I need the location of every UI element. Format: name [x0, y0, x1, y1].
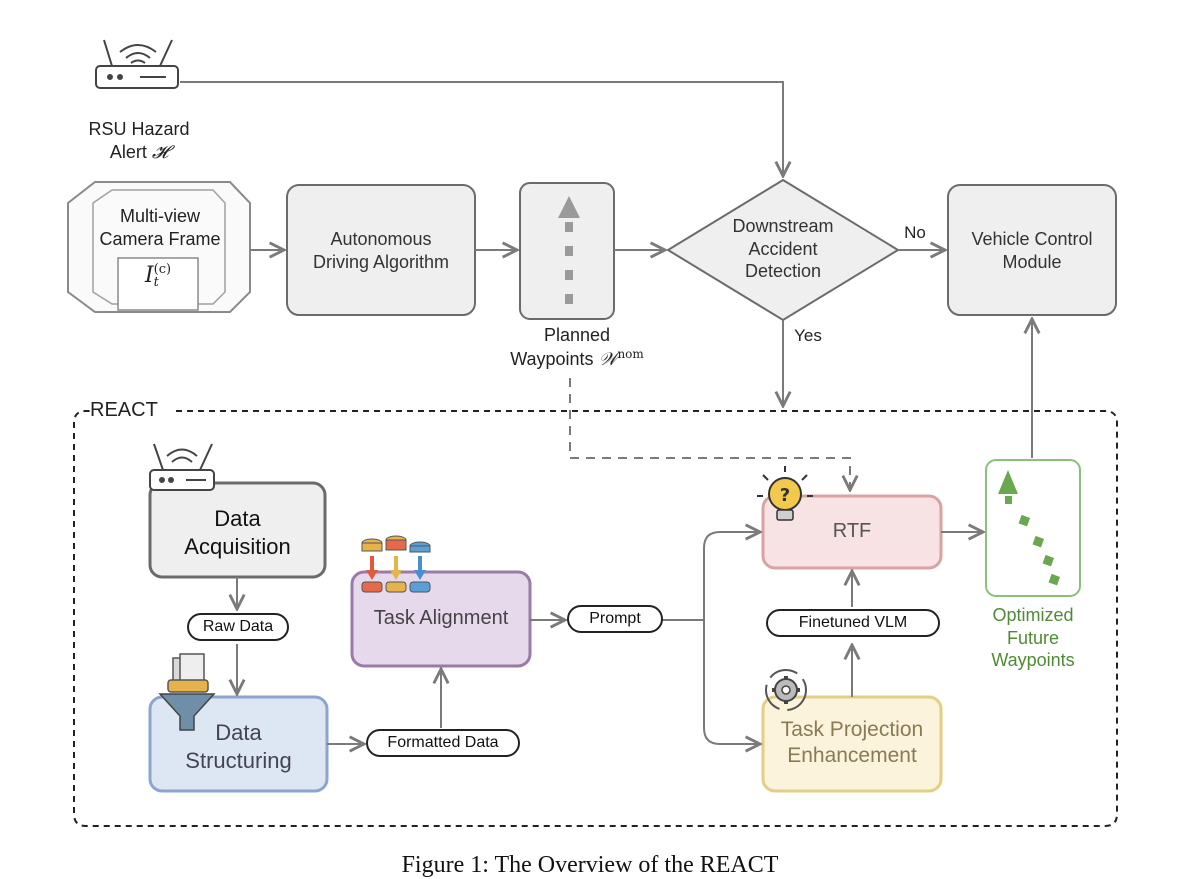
decision-no-label: No — [904, 223, 926, 242]
rsu-hazard-line2: Alert 𝓗 — [64, 141, 214, 165]
camera-frame-line2: Camera Frame — [99, 228, 221, 249]
vehicle-control-box — [947, 184, 1117, 316]
rtf-label: RTF — [832, 520, 872, 542]
dashed-waypoints-to-rtf — [569, 378, 850, 490]
prompt-pill: Prompt — [567, 605, 663, 633]
arrow-prompt-to-rtf — [703, 532, 760, 620]
downstream-line3: Detection — [744, 261, 822, 281]
router-icon — [149, 443, 215, 491]
autonomous-line1: Autonomous — [330, 229, 432, 249]
arrow-prompt-to-projection — [703, 620, 760, 744]
task-projection-label: Task Projection Enhancement — [763, 717, 941, 770]
data-acquisition-label: Data Acquisition — [150, 505, 325, 560]
downstream-label: Downstream Accident Detection — [693, 215, 873, 283]
react-label: REACT — [90, 398, 176, 423]
planned-line1: Planned — [543, 325, 611, 345]
planned-word: Waypoints — [510, 348, 594, 369]
optimized-line2: Future — [1006, 627, 1060, 648]
finetuned-vlm-pill: Finetuned VLM — [766, 609, 940, 637]
acquisition-line2: Acquisition — [184, 533, 291, 559]
structuring-line2: Structuring — [185, 747, 292, 773]
optimized-line1: Optimized — [992, 605, 1074, 625]
projection-line2: Enhancement — [787, 744, 917, 768]
optimized-line3: Waypoints — [991, 650, 1075, 670]
downstream-line2: Accident — [748, 238, 818, 259]
vehicle-line2: Module — [1002, 251, 1062, 272]
planned-waypoints-glyph — [558, 196, 580, 304]
structuring-line1: Data — [215, 720, 262, 745]
acquisition-line1: Data — [214, 506, 261, 531]
optimized-waypoints-card — [985, 459, 1081, 597]
camera-frame-line1: Multi-view — [119, 206, 200, 226]
gear-icon — [765, 669, 807, 711]
planned-symbol: 𝒲 — [598, 348, 618, 370]
optimized-waypoints-glyph — [998, 470, 1061, 586]
rsu-alert-symbol: 𝓗 — [151, 141, 169, 163]
funnel-document-icon — [158, 653, 216, 731]
rsu-hazard-label: RSU Hazard Alert 𝓗 — [64, 118, 214, 164]
planned-sup: nom — [617, 346, 644, 361]
rsu-hazard-line1: RSU Hazard — [88, 119, 190, 139]
camera-symbol-main: I — [144, 263, 154, 288]
optimized-waypoints-label: Optimized Future Waypoints — [958, 604, 1108, 672]
formatted-data-pill: Formatted Data — [366, 729, 520, 757]
svg-text:?: ? — [780, 485, 790, 506]
react-container — [73, 410, 1118, 827]
data-structuring-label: Data Structuring — [150, 719, 327, 774]
planned-waypoints-label: Planned Waypoints 𝒲nom — [492, 324, 662, 371]
camera-symbol-sub: t — [153, 275, 159, 290]
rsu-alert-word: Alert — [109, 141, 147, 162]
raw-data-pill: Raw Data — [187, 613, 289, 641]
decision-yes-label: Yes — [794, 326, 822, 345]
database-transfer-icon — [361, 535, 431, 593]
camera-frame-shape — [67, 181, 251, 313]
vehicle-line1: Vehicle Control — [971, 229, 1093, 249]
camera-symbol-sup: (c) — [153, 262, 172, 277]
autonomous-line2: Driving Algorithm — [312, 251, 450, 272]
vehicle-control-label: Vehicle Control Module — [948, 228, 1116, 273]
projection-line1: Task Projection — [780, 718, 924, 741]
downstream-line1: Downstream — [732, 216, 834, 236]
task-alignment-label: Task Alignment — [373, 607, 509, 629]
planned-line2: Waypoints 𝒲nom — [492, 347, 662, 372]
arrow-rsu-to-detection — [180, 81, 783, 176]
router-icon — [95, 39, 179, 89]
lightbulb-question-icon: ? — [757, 466, 813, 521]
camera-frame-symbol: I(c)t — [118, 262, 198, 290]
camera-frame-label: Multi-view Camera Frame — [70, 205, 250, 250]
autonomous-driving-label: Autonomous Driving Algorithm — [287, 228, 475, 273]
